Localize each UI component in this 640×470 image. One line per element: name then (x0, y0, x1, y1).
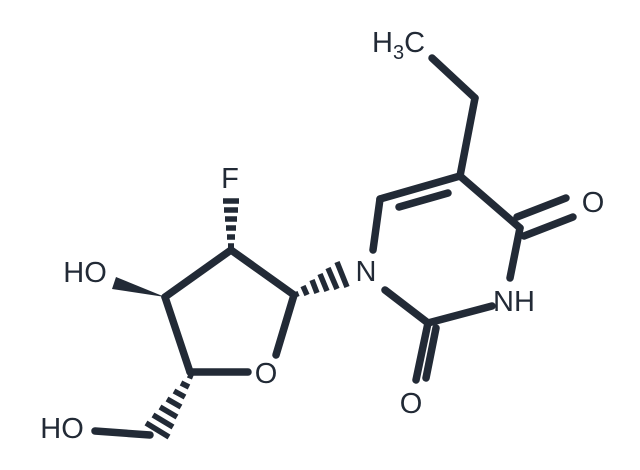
bond-c6-n1 (369, 195, 384, 254)
bond-ch2-c5 (456, 94, 479, 180)
methyl-label: H3C (372, 27, 425, 64)
fluorine-label: F (221, 163, 239, 195)
bond-c2-o (412, 319, 432, 384)
carbonyl-oxygen-bottom-label: O (400, 388, 423, 420)
wedge-c3-oh (112, 277, 165, 297)
ring-oxygen-label: O (255, 358, 278, 390)
hash-c4-c5 (144, 372, 195, 440)
bond-c5-c6-double (395, 189, 452, 211)
bond-n3-c2 (424, 302, 496, 327)
bond-c1-c2prime (227, 246, 298, 299)
carbonyl-oxygen-top-label: O (582, 187, 605, 219)
hydroxyl-3-label: HO (63, 257, 107, 289)
hash-c2-f (223, 198, 239, 249)
bond-c4-n3 (506, 224, 524, 282)
bond-ch3-ch2 (428, 54, 479, 102)
bond-c4-o (513, 194, 570, 221)
bond-c5prime-oh (91, 427, 154, 439)
bond-c4-o-double (520, 213, 577, 240)
hydroxyl-5-label: HO (40, 413, 84, 445)
bond-c5-c4 (456, 172, 524, 232)
bond-o-c1 (272, 291, 298, 359)
bond-c2prime-c3prime (161, 246, 235, 301)
bond-c3prime-c4prime (161, 293, 194, 376)
nh-label: NH (493, 286, 535, 318)
hash-c1-n1 (292, 260, 350, 299)
bond-c5-c6 (376, 172, 464, 203)
n1-label: N (356, 256, 377, 288)
bond-c2-n1 (381, 286, 432, 327)
bond-c2-o-double (422, 324, 440, 382)
